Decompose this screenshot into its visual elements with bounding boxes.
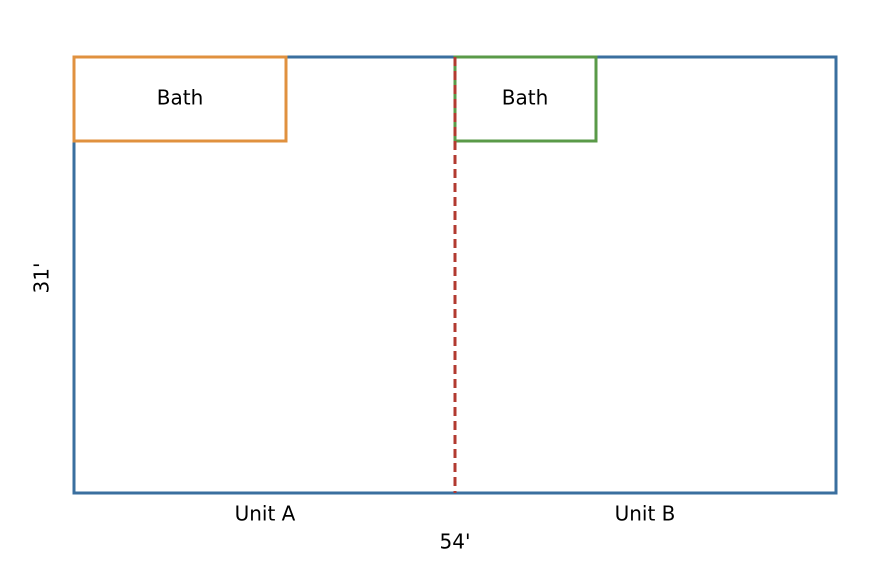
unit-b-label: Unit B [615,502,676,526]
bath-label-unit-a: Bath [157,86,204,110]
bath-unit-a [72,55,288,143]
unit-a-label: Unit A [235,502,296,526]
bath-label-unit-b: Bath [502,86,549,110]
width-dimension: 54' [440,530,471,554]
depth-dimension: 31' [30,263,54,294]
